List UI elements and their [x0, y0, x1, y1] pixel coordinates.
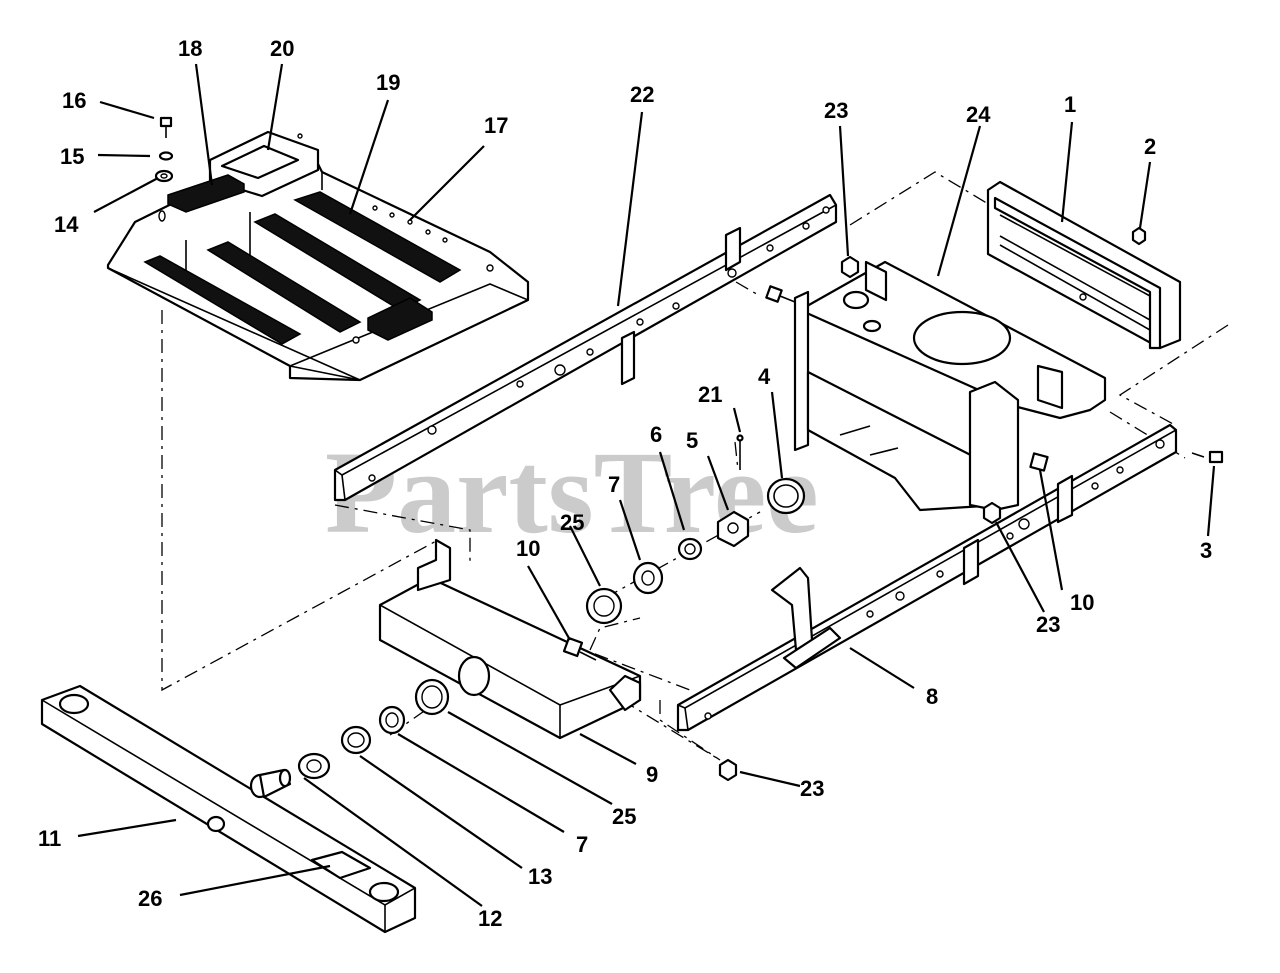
bolt-10-right: [1029, 452, 1049, 472]
bushing-25-lower: [414, 678, 450, 716]
callout-5: 5: [686, 428, 698, 453]
callout-12: 12: [478, 906, 502, 931]
callout-23-right: 23: [1036, 612, 1060, 637]
left-frame-rail-22: [333, 193, 838, 502]
foot-platform-17: [106, 130, 530, 382]
bearing-13: [297, 752, 331, 780]
callout-labels: 1 2 3 4 5 6 7 7 8 9 10 10 11 12 13 14 15…: [38, 36, 1212, 931]
callout-13: 13: [528, 864, 552, 889]
rear-bracket-1: [986, 180, 1182, 350]
gear-7-lower: [378, 705, 406, 735]
callout-1: 1: [1064, 92, 1076, 117]
callout-14: 14: [54, 212, 79, 237]
washer-14: [154, 169, 174, 183]
callout-6: 6: [650, 422, 662, 447]
bolt-3: [1191, 450, 1224, 464]
callout-9: 9: [646, 762, 658, 787]
center-frame-24: [793, 260, 1107, 512]
callout-3: 3: [1200, 538, 1212, 563]
callout-25-upper: 25: [560, 510, 584, 535]
nut-23-right: [982, 501, 1002, 525]
callout-23-bottom: 23: [800, 776, 824, 801]
callout-20: 20: [270, 36, 294, 61]
nut-23-top: [840, 255, 860, 279]
callout-25-lower: 25: [612, 804, 636, 829]
washer-7-lower: [340, 725, 372, 755]
callout-22: 22: [630, 82, 654, 107]
callout-11: 11: [38, 826, 61, 851]
callout-18: 18: [178, 36, 202, 61]
lockwasher-15: [158, 151, 174, 161]
callout-23-top: 23: [824, 98, 848, 123]
callout-17: 17: [484, 113, 508, 138]
washer-6: [677, 537, 703, 561]
right-frame-rail-8: [676, 423, 1178, 732]
callout-15: 15: [60, 144, 84, 169]
bushing-25-upper: [585, 587, 623, 625]
nut-23-bottom: [718, 758, 738, 782]
callout-2: 2: [1144, 134, 1156, 159]
cotter-pin-21: [736, 434, 744, 470]
gear-7-upper: [632, 561, 664, 595]
callout-24: 24: [966, 102, 991, 127]
cap-4: [766, 477, 806, 515]
callout-4: 4: [758, 364, 771, 389]
nut-5: [716, 510, 750, 548]
bolt-10-left: [562, 636, 597, 661]
leader-lines: [77, 63, 1216, 907]
nut-2: [1131, 226, 1147, 246]
callout-21: 21: [698, 382, 722, 407]
front-axle-11: [40, 684, 417, 934]
callout-7-lower: 7: [576, 832, 588, 857]
spindle-12: [249, 768, 292, 799]
axle-housing-9: [378, 538, 642, 740]
callout-7-upper: 7: [608, 472, 620, 497]
callout-8: 8: [926, 684, 938, 709]
callout-10-left: 10: [516, 536, 540, 561]
bolt-23-rail: [765, 285, 796, 303]
callout-19: 19: [376, 70, 400, 95]
callout-10-right: 10: [1070, 590, 1094, 615]
bolt-16: [159, 116, 173, 138]
callout-26: 26: [138, 886, 162, 911]
callout-16: 16: [62, 88, 86, 113]
